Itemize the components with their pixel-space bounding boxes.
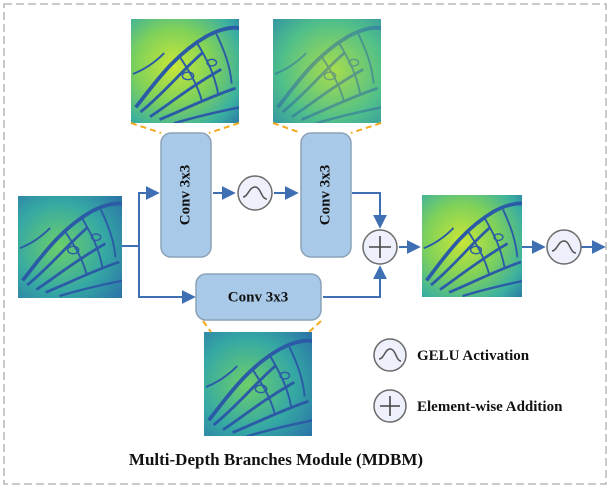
feature-map-input — [18, 196, 122, 298]
diagram-border — [3, 3, 607, 485]
legend-gelu: GELU Activation — [373, 338, 530, 372]
plus-icon — [369, 236, 391, 258]
conv-block-top-2: Conv 3x3 — [300, 132, 352, 258]
legend-gelu-label: GELU Activation — [417, 348, 530, 364]
legend-addition: Element-wise Addition — [373, 389, 563, 423]
conv-block-bottom: Conv 3x3 — [195, 273, 322, 321]
conv-block-bottom-label: Conv 3x3 — [228, 289, 288, 305]
plus-icon — [380, 396, 400, 416]
conv-block-top-1: Conv 3x3 — [160, 132, 212, 258]
sine-wave-icon — [378, 348, 402, 362]
dashed-connectors — [130, 122, 382, 333]
gelu-op-middle — [237, 175, 273, 211]
connection-arrows — [122, 186, 606, 304]
sine-wave-icon — [551, 240, 577, 254]
addition-op — [362, 229, 398, 265]
feature-map-bottom — [204, 332, 312, 436]
gelu-op-output — [546, 229, 582, 265]
sine-wave-icon — [242, 186, 268, 200]
mdbm-diagram: Conv 3x3 Conv 3x3 Conv 3x3 GELU Activati… — [3, 3, 607, 485]
conv-block-top-1-label: Conv 3x3 — [177, 165, 193, 225]
conv-block-top-2-label: Conv 3x3 — [317, 165, 333, 225]
diagram-title: Multi-Depth Branches Module (MDBM) — [129, 450, 423, 469]
legend-addition-label: Element-wise Addition — [417, 399, 563, 415]
feature-map-top-left — [131, 19, 239, 123]
legend: GELU Activation Element-wise Addition — [373, 338, 563, 423]
feature-map-output — [422, 195, 522, 297]
feature-map-top-right — [273, 19, 381, 123]
